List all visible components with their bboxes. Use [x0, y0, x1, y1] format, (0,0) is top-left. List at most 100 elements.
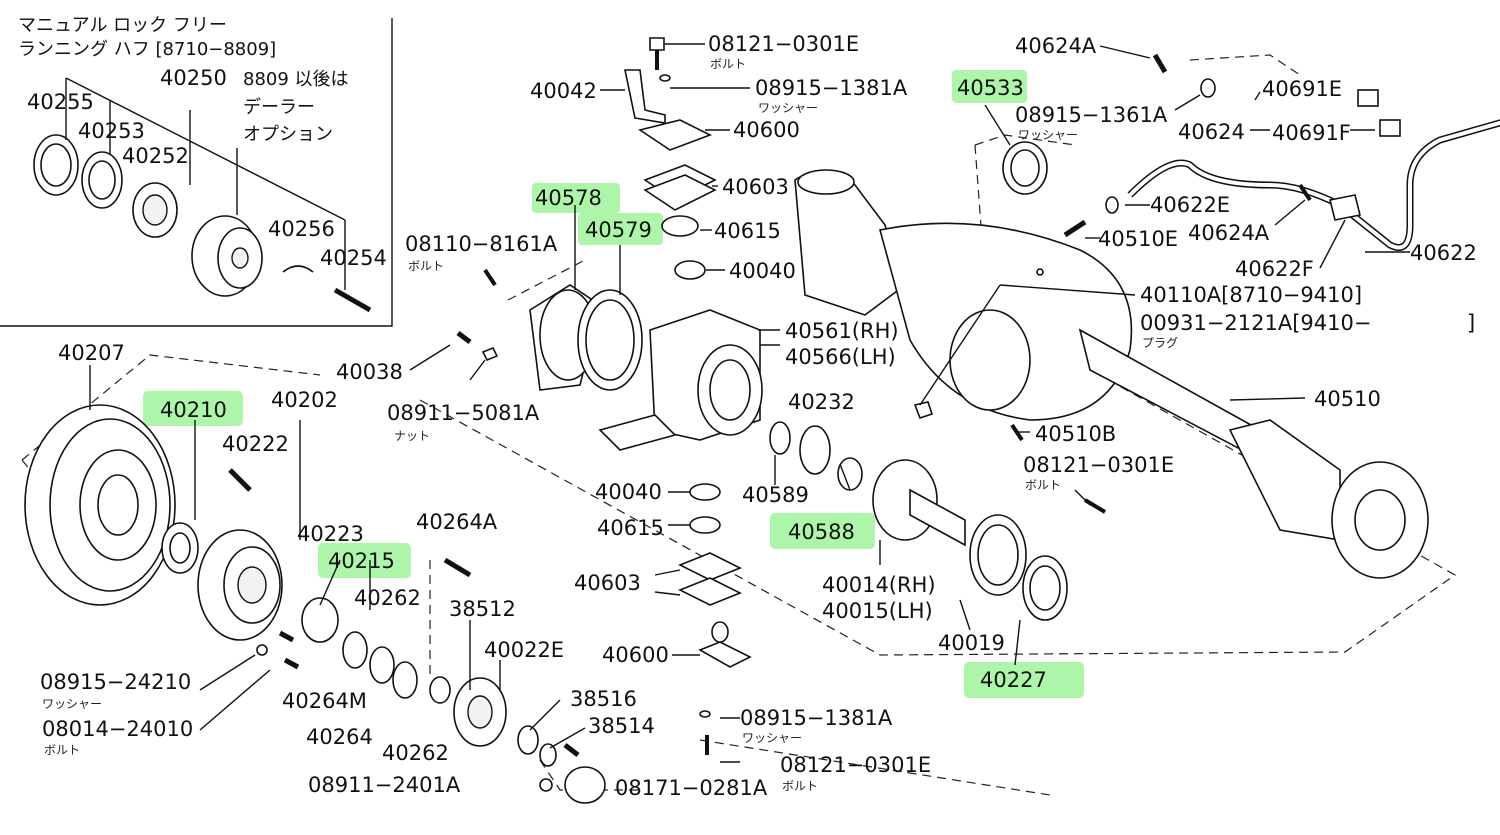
part-label: 40622E — [1150, 193, 1230, 217]
part-label: 08915−24210 — [40, 670, 191, 694]
part-label: 40615 — [597, 516, 664, 540]
part-label: 40262 — [382, 741, 449, 765]
part-sublabel: ナット — [394, 429, 430, 443]
part-label: 40253 — [78, 119, 145, 143]
part-label: 40624A — [1015, 34, 1097, 58]
highlight-40579 — [578, 213, 663, 245]
part-label: 40533 — [957, 76, 1024, 100]
part-sublabel: ボルト — [1025, 478, 1061, 492]
part-label: 08171−0281A — [615, 776, 768, 800]
part-label: 40014(RH) — [822, 573, 936, 597]
part-label: 40040 — [595, 480, 662, 504]
highlight-40533 — [952, 70, 1027, 103]
part-label: 40215 — [328, 549, 395, 573]
part-label: 40691E — [1262, 77, 1342, 101]
part-label: 40622F — [1235, 257, 1314, 281]
part-label: 40566(LH) — [785, 345, 896, 369]
highlight-40215 — [318, 543, 411, 578]
part-label: 40603 — [574, 571, 641, 595]
part-label: 08121−0301E — [1023, 453, 1174, 477]
highlight-40210 — [143, 391, 243, 426]
part-sublabel: プラグ — [1142, 336, 1178, 350]
inset-note-line2: デーラー — [243, 97, 315, 118]
part-label: 40222 — [222, 432, 289, 456]
hub-assembly — [161, 468, 606, 804]
part-label: 08915−1361A — [1015, 103, 1168, 127]
part-label: 40264A — [416, 510, 498, 534]
part-label: 40255 — [27, 90, 94, 114]
part-label: 40252 — [122, 144, 189, 168]
part-label: 40603 — [722, 175, 789, 199]
part-label: 08014−24010 — [42, 717, 193, 741]
part-label: 08915−1381A — [755, 76, 908, 100]
part-labels: 08121−0301E ボルト 40042 08915−1381A ワッシャー … — [40, 32, 1477, 800]
breather-assembly — [1063, 53, 1500, 251]
part-label: 40561(RH) — [785, 319, 899, 343]
part-label: 40624A — [1188, 221, 1270, 245]
inset-note-line1: 8809 以後は — [243, 69, 349, 90]
part-label: 00931−2121A[9410− — [1140, 311, 1371, 335]
part-label: 40015(LH) — [822, 599, 933, 623]
inset-title-line2: ランニング ハフ [8710−8809] — [18, 39, 276, 60]
highlight-40588 — [770, 513, 875, 549]
part-label: 08915−1381A — [740, 706, 893, 730]
part-label: 40254 — [320, 246, 387, 270]
part-sublabel: ボルト — [408, 259, 444, 273]
knuckle-assembly — [456, 37, 863, 755]
part-label: 40600 — [602, 643, 669, 667]
part-label: 40250 — [160, 66, 227, 90]
part-label: 40202 — [271, 388, 338, 412]
part-label: 08110−8161A — [405, 232, 558, 256]
part-sublabel: ワッシャー — [1018, 128, 1078, 142]
part-label: 38512 — [449, 597, 516, 621]
part-label: 40624 — [1178, 120, 1245, 144]
part-label: 40589 — [742, 483, 809, 507]
part-sublabel: ワッシャー — [742, 731, 802, 745]
part-label: 40510E — [1098, 227, 1178, 251]
part-label: 40615 — [714, 219, 781, 243]
inset-parts — [33, 77, 372, 313]
part-label: 40588 — [788, 520, 855, 544]
part-label: 40579 — [585, 218, 652, 242]
leader-lines — [89, 43, 1410, 763]
part-label: 40038 — [336, 360, 403, 384]
inset-note-line3: オプション — [243, 124, 333, 145]
part-label: 40691F — [1272, 121, 1351, 145]
part-label: 40622 — [1410, 241, 1477, 265]
part-sublabel: ボルト — [710, 57, 746, 71]
part-label: 40223 — [297, 522, 364, 546]
axle-housing — [794, 141, 1429, 579]
inset-labels: マニュアル ロック フリー ランニング ハフ [8710−8809] 8809 … — [18, 15, 387, 270]
highlight-markers — [143, 70, 1084, 698]
part-label: 40264M — [282, 689, 367, 713]
part-sublabel: ボルト — [44, 743, 80, 757]
inset-frame — [0, 18, 393, 327]
part-label: 08121−0301E — [708, 32, 859, 56]
spindle-assembly — [872, 459, 1068, 621]
highlight-40227 — [964, 662, 1084, 698]
brake-rotor — [24, 404, 176, 606]
part-label: 40600 — [733, 118, 800, 142]
part-label: 38516 — [570, 687, 637, 711]
part-label: 40232 — [788, 390, 855, 414]
part-label: 40042 — [530, 79, 597, 103]
part-label: 08911−2401A — [308, 773, 461, 797]
part-label: 40227 — [980, 668, 1047, 692]
part-label: 40264 — [306, 725, 373, 749]
part-label: 40022E — [484, 638, 564, 662]
part-sublabel: ボルト — [782, 779, 818, 793]
part-label: 40207 — [58, 341, 125, 365]
part-label: 08911−5081A — [387, 401, 540, 425]
part-label: 40578 — [535, 186, 602, 210]
part-label: 40510B — [1035, 422, 1116, 446]
part-label: 40262 — [354, 586, 421, 610]
part-label: 38514 — [588, 714, 655, 738]
part-label: 08121−0301E — [780, 753, 931, 777]
part-label: 40019 — [938, 631, 1005, 655]
part-label: ] — [1467, 311, 1475, 335]
part-label: 40040 — [729, 259, 796, 283]
part-label: 40510 — [1314, 387, 1381, 411]
highlight-40578 — [532, 183, 620, 213]
inset-title-line1: マニュアル ロック フリー — [18, 15, 227, 36]
